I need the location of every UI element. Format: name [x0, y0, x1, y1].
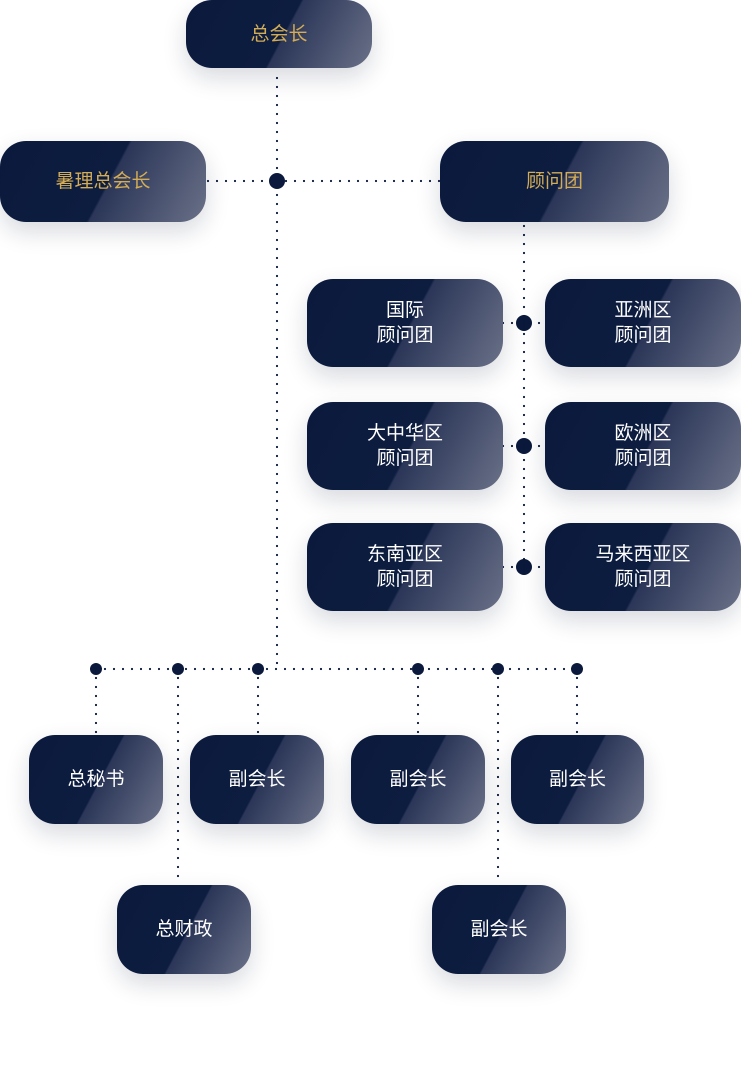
treasurer-node: 总财政 — [117, 885, 251, 974]
junction-dot — [412, 663, 424, 675]
vice-president-node-1: 副会长 — [190, 735, 324, 824]
international-advisory-node: 国际 顾问团 — [307, 279, 503, 367]
junction-dot — [516, 315, 532, 331]
junction-dot — [269, 173, 285, 189]
president-node: 总会长 — [186, 0, 372, 68]
junction-dot — [516, 438, 532, 454]
junction-dot — [492, 663, 504, 675]
malaysia-advisory-node: 马来西亚区 顾问团 — [545, 523, 741, 611]
junction-dot — [571, 663, 583, 675]
junction-dot — [172, 663, 184, 675]
southeast-asia-advisory-node: 东南亚区 顾问团 — [307, 523, 503, 611]
vice-president-node-4: 副会长 — [432, 885, 566, 974]
acting-president-node: 暑理总会长 — [0, 141, 206, 222]
junction-dot — [516, 559, 532, 575]
junction-dot — [90, 663, 102, 675]
vice-president-node-2: 副会长 — [351, 735, 485, 824]
secretary-general-node: 总秘书 — [29, 735, 163, 824]
junction-dot — [252, 663, 264, 675]
europe-advisory-node: 欧洲区 顾问团 — [545, 402, 741, 490]
asia-advisory-node: 亚洲区 顾问团 — [545, 279, 741, 367]
advisory-board-node: 顾问团 — [440, 141, 669, 222]
vice-president-node-3: 副会长 — [511, 735, 644, 824]
greater-china-advisory-node: 大中华区 顾问团 — [307, 402, 503, 490]
